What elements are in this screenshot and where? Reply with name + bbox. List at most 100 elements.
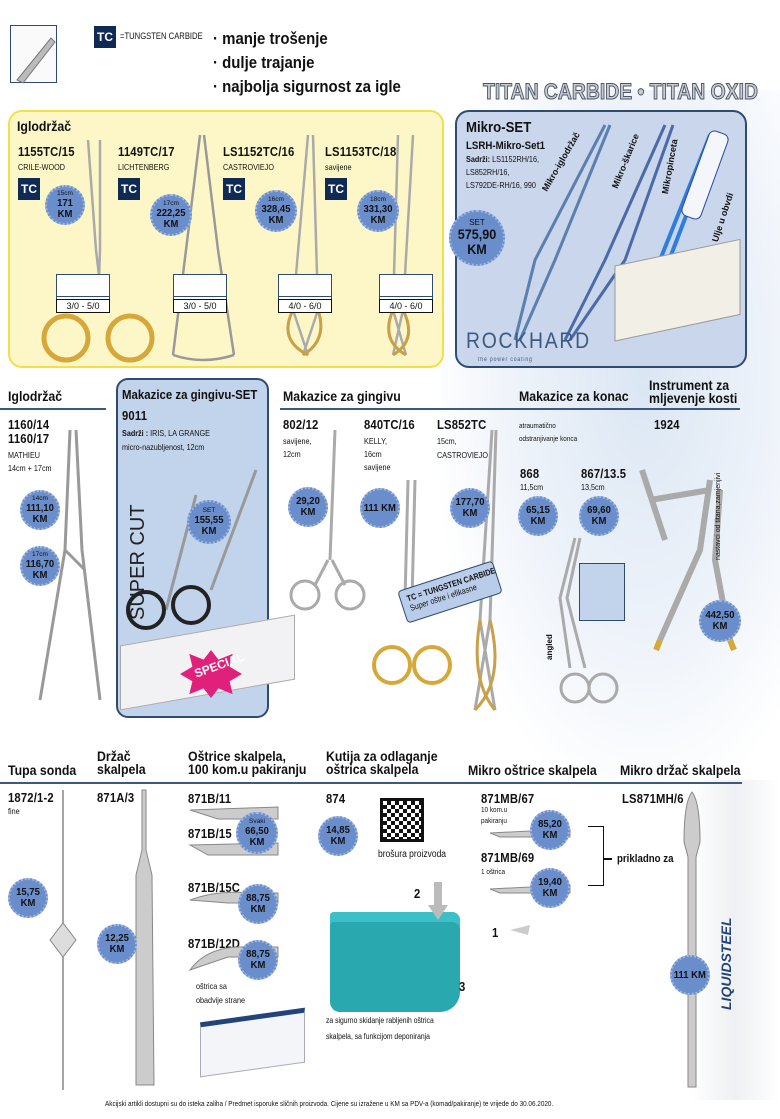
product-code: 802/12 [283,418,319,432]
angled-tip-detail-image [579,563,625,621]
tc-badge: TC [223,178,245,200]
needle-holder-tip-icon [16,37,56,84]
product-code: 871MB/69 [481,851,535,865]
product-size: 13,5cm [581,482,605,492]
price-badge: 177,70 KM [450,488,490,528]
mikro-set-instruments-image [513,124,741,342]
price: 575,90 KM [457,226,497,257]
product-desc: 15cm, [437,436,457,446]
product-code: 1149TC/17 [118,145,175,159]
product-code: LS1153TC/18 [325,145,397,159]
price: 331,30 KM [363,203,393,226]
micro-scalpel-holder-image [683,791,701,1088]
size: 14cm [32,495,48,502]
section-title: Oštrice skalpela, [188,748,286,764]
product-code: 1160/17 [8,432,50,446]
price-badge: 88,75 KM [238,884,278,924]
size: 17cm [32,551,48,558]
price: 19,40 KM [538,876,562,899]
price-badge: 15,75 KM [8,878,48,918]
product-code: 874 [326,792,346,806]
product-code: 868 [520,467,540,481]
liquidsteel-logo: LIQUIDSTEEL [718,917,734,1010]
price: 328,45 KM [261,203,291,226]
product-desc: LICHTENBERG [118,162,170,172]
arrow-icons [428,882,530,935]
price: 65,15 KM [526,504,550,527]
set-label: SET [202,507,216,514]
price: 442,50 KM [705,609,735,632]
price-badge: 14,85 KM [318,816,358,856]
qr-code[interactable] [380,798,424,842]
section-title: 100 kom.u pakiranju [188,761,307,777]
size: 18cm [370,196,386,203]
footer-disclaimer: Akcijski artikli dostupni su do isteka z… [105,1099,554,1108]
price: 171 KM [57,197,73,220]
bone-mill-image [639,469,737,652]
suture-range: 4/0 - 6/0 [278,299,332,313]
suture-needle-icon [174,275,226,297]
product-code: 1155TC/15 [18,145,75,159]
product-desc: CASTROVIEJO [223,162,274,172]
box-desc: za sigurno skidanje rabljenih oštrica [326,1016,434,1025]
tc-legend: =TUNGSTEN CARBIDE [120,31,203,41]
price: 29,20 KM [296,495,320,518]
price: 12,25 KM [105,932,129,955]
size: 16cm [268,196,284,203]
contents-item: LS792DE-RH/16, 990 [466,180,536,190]
contents-item: LS852RH/16, [466,167,510,177]
benefit-1: · manje trošenje [213,29,328,48]
tc-badge: TC [94,26,116,48]
price: 15,75 KM [16,886,40,909]
product-code: 871A/3 [97,791,135,805]
brand-banner: TITAN CARBIDE • TITAN OXID [483,79,759,104]
section-title: Kutija za odlaganje [326,748,438,764]
product-code: 871B/12D [188,937,241,951]
price-badge: 65,15 KM [518,496,558,536]
section-desc: atraumatično [519,421,556,430]
contents-label: Sadrži: [466,154,491,164]
mikro-set-title: Mikro-SET [466,119,532,136]
section-title: mljevenje kosti [649,390,738,406]
product-code: 867/13.5 [581,467,627,481]
price: 66,50 KM [245,825,269,848]
size: 15cm [57,190,73,197]
suture-scissors-image [558,537,619,704]
product-desc: 12cm [283,449,301,459]
section-title: oštrica skalpela [326,761,419,777]
tc-badge: TC [118,178,140,200]
price-badge: 29,20 KM [288,487,328,527]
product-desc: KELLY, [364,436,388,446]
price: 111,10 KM [26,502,54,525]
product-desc: MATHIEU [8,450,40,460]
product-code: 1924 [654,418,680,432]
section-title: Iglodržač [17,118,72,134]
price: 88,75 KM [246,948,270,971]
price: 116,70 KM [25,558,55,581]
divider [280,408,740,410]
blade-box-image [200,1007,305,1078]
contents-label: Sadrži : [122,428,149,438]
product-code: 871B/11 [188,792,232,806]
each-label: Svaki [249,818,265,825]
price-badge: 69,60 KM [579,496,619,536]
background-light [690,780,780,1100]
super-cut-logo: SUPER CUT [127,504,149,620]
product-desc: micro-nazubljenost, 12cm [122,442,205,452]
price-badge: 12,25 KM [97,924,137,964]
suture-needle-icon [57,275,109,297]
price-badge: 88,75 KM [238,940,278,980]
gingiva-set-title: Makazice za gingivu-SET [122,387,258,402]
suture-needle-icon [279,275,331,297]
special-badge [180,650,242,698]
mikro-set-code: LSRH-Mikro-Set1 [466,140,546,152]
step-number: 3 [459,980,466,994]
